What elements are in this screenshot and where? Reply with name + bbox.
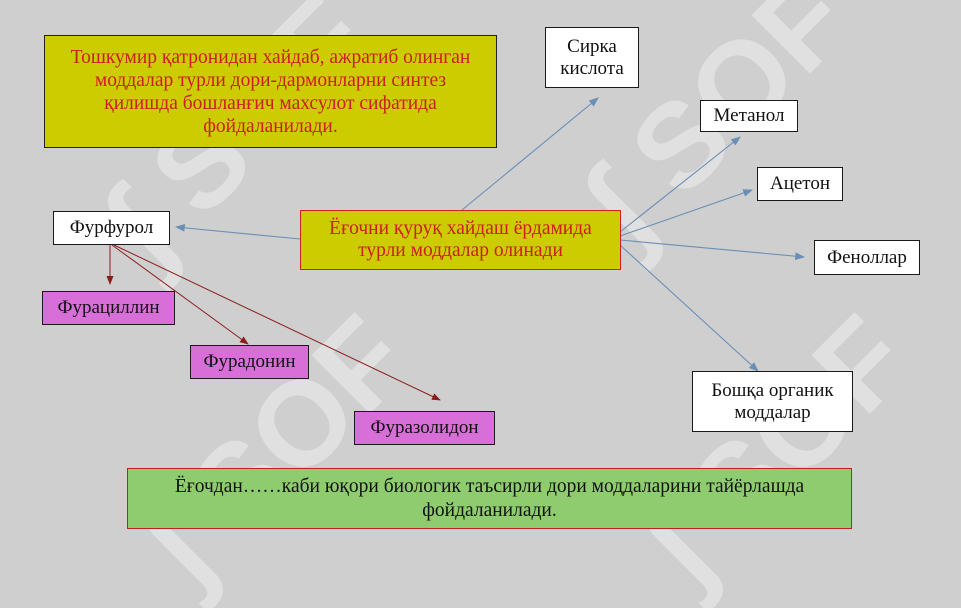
arrow-to-other-organics — [619, 244, 759, 372]
product-phenols: Феноллар — [814, 240, 920, 275]
arrow-to-furazolidone — [113, 244, 441, 401]
arrow-to-phenols — [619, 239, 806, 261]
product-acetic-acid: Сирка кислота — [545, 27, 639, 88]
derivative-furazolidone: Фуразолидон — [354, 411, 495, 445]
arrow-to-furadonin — [111, 244, 249, 345]
derivative-furadonin: Фурадонин — [190, 345, 309, 379]
arrow-to-acetone — [619, 189, 754, 237]
product-acetone: Ацетон — [757, 167, 843, 201]
arrow-to-methanol — [619, 136, 741, 233]
furfural-box: Фурфурол — [53, 211, 170, 245]
product-methanol: Метанол — [700, 100, 798, 132]
derivative-furacillin: Фурациллин — [42, 291, 175, 325]
arrow-to-acetic-acid — [461, 97, 599, 211]
arrow-to-furfural — [174, 224, 301, 240]
footer-note: Ёғочдан……каби юқори биологик таъсирли до… — [127, 468, 852, 529]
product-other-organics: Бошқа органик моддалар — [692, 371, 853, 432]
intro-note: Тошкумир қатронидан хайдаб, ажратиб олин… — [44, 35, 497, 148]
center-statement: Ёғочни қуруқ хайдаш ёрдамида турли модда… — [300, 210, 621, 270]
connector-arrows — [106, 97, 806, 401]
